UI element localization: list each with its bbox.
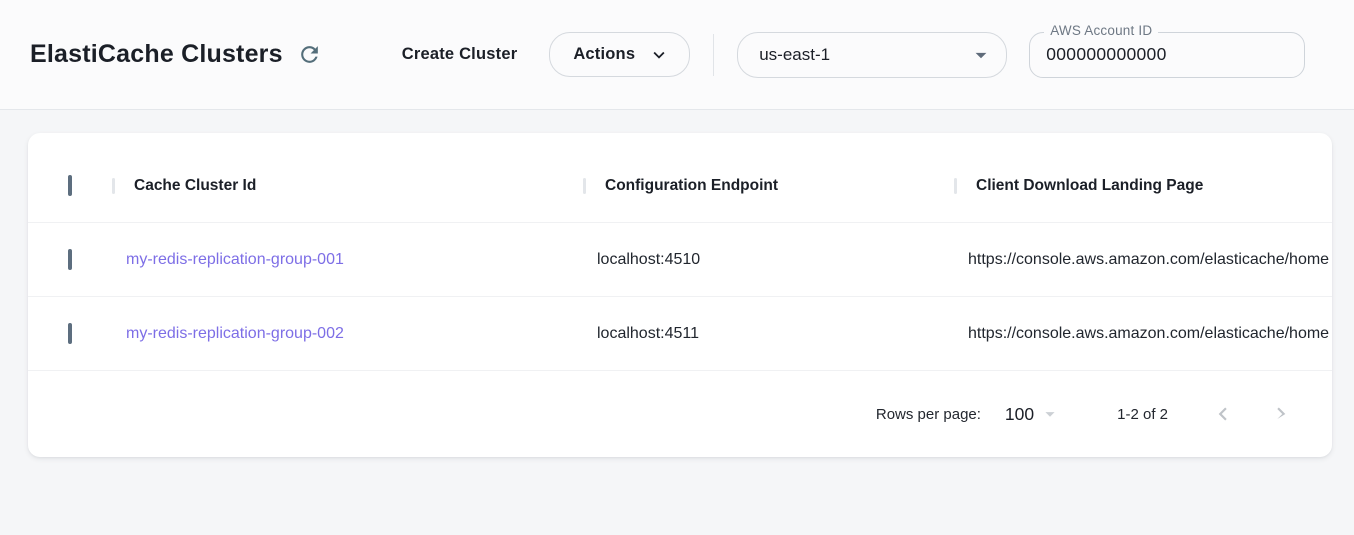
rows-per-page-label: Rows per page: (875, 405, 981, 423)
topbar-divider (713, 33, 715, 76)
pagination-range-label: 1-2 of 2 (1117, 405, 1168, 423)
main-content: Cache Cluster Id Configuration Endpoint … (0, 110, 1354, 457)
rows-per-page-value: 100 (1004, 403, 1035, 424)
region-select[interactable]: us-east-1 (737, 31, 1008, 78)
chevron-down-icon (648, 44, 670, 66)
next-page-button[interactable] (1266, 399, 1296, 429)
select-all-checkbox[interactable] (68, 174, 72, 196)
rows-per-page-select[interactable]: 100 (1005, 403, 1061, 425)
column-separator (954, 178, 957, 194)
configuration-endpoint-value: localhost:4510 (597, 250, 701, 268)
client-download-landing-page-value: https://console.aws.amazon.com/elasticac… (968, 250, 1330, 268)
table-pagination: Rows per page: 100 1-2 of 2 (28, 371, 1332, 457)
row-checkbox[interactable] (68, 322, 72, 344)
aws-account-id-label: AWS Account ID (1044, 22, 1159, 38)
row-checkbox[interactable] (68, 248, 72, 270)
client-download-landing-page-value: https://console.aws.amazon.com/elasticac… (968, 324, 1330, 342)
dropdown-caret-icon (1039, 403, 1061, 425)
aws-account-id-field: AWS Account ID (1029, 22, 1306, 78)
page-title: ElastiCache Clusters (30, 40, 283, 68)
column-separator (112, 178, 115, 194)
actions-button[interactable]: Actions (549, 32, 691, 77)
table-header-row: Cache Cluster Id Configuration Endpoint … (28, 149, 1332, 223)
refresh-icon (297, 42, 322, 67)
clusters-table-card: Cache Cluster Id Configuration Endpoint … (28, 133, 1332, 457)
chevron-right-icon (1268, 401, 1294, 427)
region-select-value: us-east-1 (759, 44, 831, 64)
column-header-cache-cluster-id[interactable]: Cache Cluster Id (134, 176, 257, 194)
column-header-configuration-endpoint[interactable]: Configuration Endpoint (605, 176, 779, 194)
cluster-id-link[interactable]: my-redis-replication-group-001 (126, 250, 344, 268)
previous-page-button[interactable] (1208, 399, 1238, 429)
refresh-button[interactable] (296, 41, 324, 69)
configuration-endpoint-value: localhost:4511 (597, 324, 699, 342)
dropdown-caret-icon (968, 42, 994, 68)
table-row: my-redis-replication-group-001 localhost… (28, 223, 1332, 297)
column-separator (583, 178, 586, 194)
topbar: ElastiCache Clusters Create Cluster Acti… (0, 0, 1354, 110)
cluster-id-link[interactable]: my-redis-replication-group-002 (126, 324, 344, 342)
chevron-left-icon (1210, 401, 1236, 427)
actions-button-label: Actions (573, 45, 636, 63)
create-cluster-button[interactable]: Create Cluster (390, 35, 530, 74)
column-header-client-download-landing-page[interactable]: Client Download Landing Page (976, 176, 1204, 194)
table-row: my-redis-replication-group-002 localhost… (28, 297, 1332, 371)
aws-account-id-input[interactable] (1030, 32, 1305, 77)
